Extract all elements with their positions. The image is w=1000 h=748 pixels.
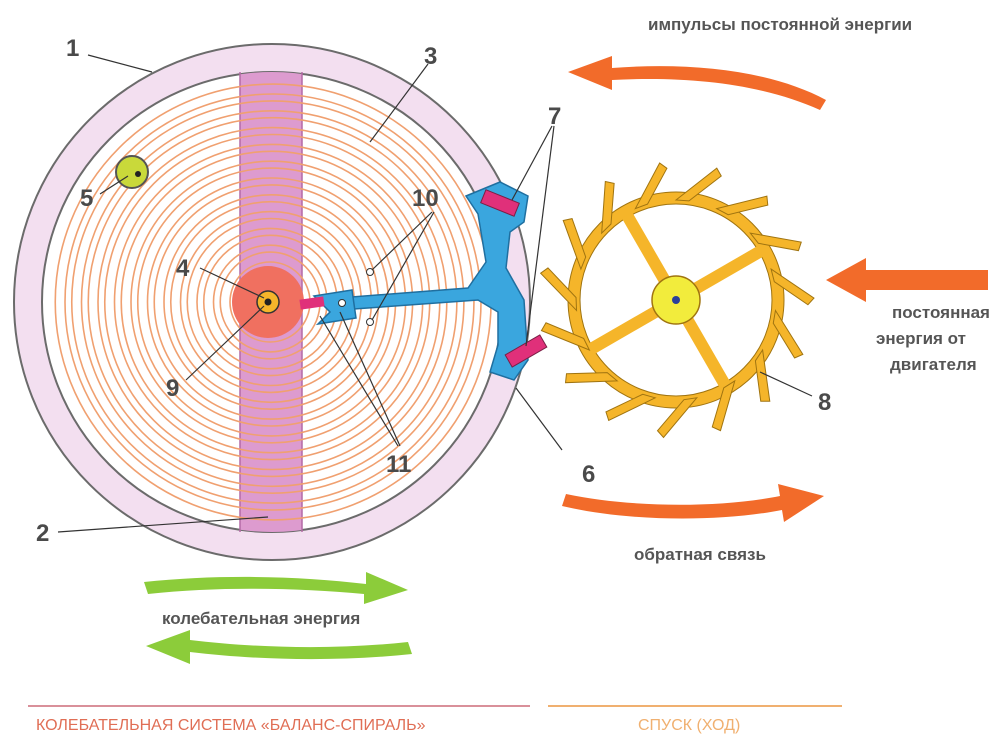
spring-point-b (366, 318, 374, 326)
label-5: 5 (80, 185, 93, 212)
exit-pallet-stone (504, 334, 548, 368)
oscillation-arrow-right (144, 572, 408, 604)
escape-wheel-tooth (601, 180, 615, 235)
leader-2 (57, 516, 269, 533)
escape-wheel-tooth (749, 232, 802, 252)
footer-right-title: СПУСК (ХОД) (638, 717, 740, 734)
label-9: 9 (166, 375, 179, 402)
oscillation-arrow-left (146, 630, 412, 664)
label-7: 7 (548, 103, 561, 130)
escape-wheel-tooth (634, 162, 668, 210)
leader-4 (199, 267, 265, 299)
label-11: 11 (386, 451, 411, 478)
escape-wheel-tooth (564, 372, 619, 384)
leader-5 (99, 175, 129, 195)
leader-11b (339, 311, 401, 447)
hairspring-coil (80, 110, 465, 494)
lever-fork-pin (338, 299, 346, 307)
label-8: 8 (818, 389, 831, 416)
balance-axis-dot (264, 298, 272, 306)
leader-9 (185, 305, 265, 381)
label-2: 2 (36, 520, 49, 547)
escape-wheel-tooth (711, 379, 736, 432)
caption-engine-2: энергия от (876, 329, 966, 348)
escape-wheel-tooth (772, 309, 804, 359)
escape-wheel-tooth (656, 397, 699, 439)
escape-wheel-tooth (715, 195, 769, 216)
escape-wheel-tooth (539, 267, 578, 312)
impulse-pin (299, 296, 325, 310)
escape-wheel-tooth (770, 267, 815, 306)
leader-10b (371, 211, 435, 321)
leader-3 (369, 63, 429, 143)
balance-screw-centre (135, 171, 141, 177)
caption-oscillation: колебательная энергия (162, 609, 360, 628)
leader-lines (57, 54, 813, 533)
leader-7a (511, 125, 553, 201)
leader-6 (515, 387, 563, 451)
leader-10a (371, 211, 433, 271)
leader-8 (759, 371, 813, 397)
balance-screw (115, 155, 149, 189)
leader-11a (319, 315, 399, 447)
caption-engine-3: двигателя (890, 355, 977, 374)
label-1: 1 (66, 35, 79, 62)
entry-pallet-stone (480, 189, 520, 217)
escape-wheel-tooth (562, 218, 587, 271)
leader-1 (87, 54, 153, 73)
caption-feedback: обратная связь (634, 545, 766, 564)
escape-wheel-tooth (754, 348, 771, 402)
feedback-arrow (562, 484, 824, 522)
escape-wheel-ring-outline-in (579, 203, 773, 397)
engine-energy-arrow (826, 258, 988, 302)
impulse-arrow (568, 56, 826, 110)
label-4: 4 (176, 255, 190, 282)
lever-fork (312, 289, 357, 326)
footer-left-title: КОЛЕБАТЕЛЬНАЯ СИСТЕМА «БАЛАНС-СПИРАЛЬ» (36, 717, 426, 734)
spring-point-a (366, 268, 374, 276)
caption-impulses: импульсы постоянной энергии (648, 15, 912, 34)
escape-wheel (539, 162, 815, 439)
hairspring-coil (70, 100, 475, 504)
escape-wheel-axis (672, 296, 680, 304)
escape-wheel-tooth (605, 393, 657, 422)
label-6: 6 (582, 461, 595, 488)
label-10: 10 (412, 185, 439, 212)
label-3: 3 (424, 43, 437, 70)
escape-wheel-tooth (540, 322, 591, 351)
leader-7b (525, 125, 555, 347)
caption-engine-1: постоянная (892, 303, 990, 322)
escape-wheel-tooth (674, 167, 722, 202)
